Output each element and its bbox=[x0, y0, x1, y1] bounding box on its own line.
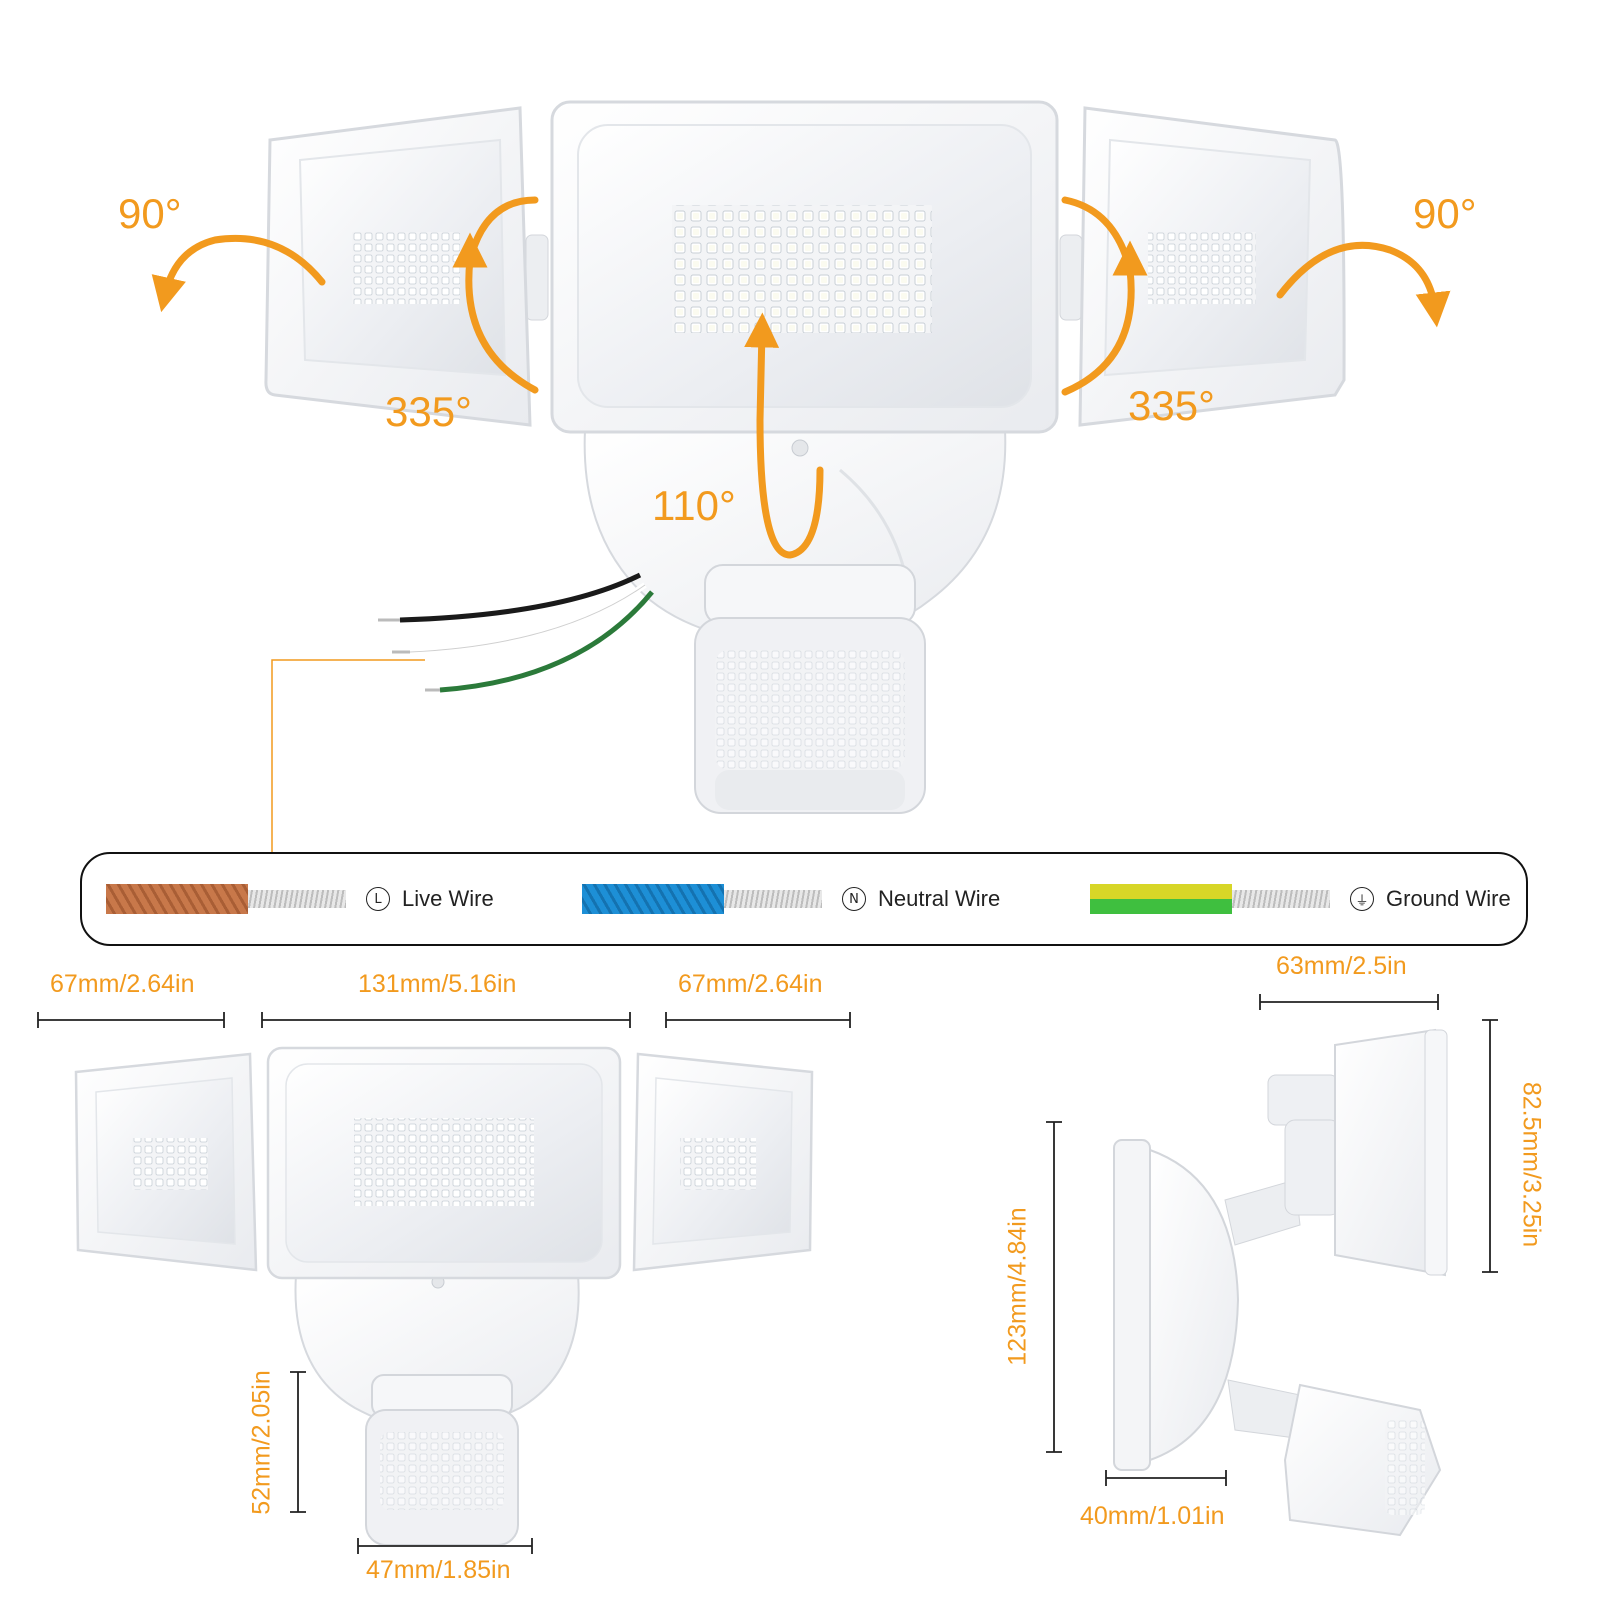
sensor-width-label: 47mm/1.85in bbox=[366, 1556, 511, 1584]
wiring-legend: L Live Wire N Neutral Wire ⏚ Ground Wire bbox=[80, 852, 1528, 946]
fixture-wires bbox=[378, 572, 654, 693]
neutral-wire-item: N Neutral Wire bbox=[582, 854, 1000, 944]
side-view-fixture bbox=[1113, 1028, 1448, 1537]
center-light-panel bbox=[550, 100, 1059, 434]
neutral-wire-label: Neutral Wire bbox=[878, 886, 1001, 911]
sensor-height-label: 52mm/2.05in bbox=[247, 1370, 276, 1515]
motion-sensor bbox=[694, 564, 926, 814]
left-horizontal-angle-label: 90° bbox=[118, 190, 182, 237]
left-light-panel bbox=[264, 106, 532, 427]
head-height-label: 82.5mm/3.25in bbox=[1517, 1081, 1546, 1248]
center-panel-width-label: 131mm/5.16in bbox=[358, 970, 517, 998]
right-rotation-angle-label: 335° bbox=[1128, 382, 1215, 429]
base-depth-label: 40mm/1.01in bbox=[1080, 1502, 1225, 1530]
right-light-panel bbox=[1078, 106, 1346, 427]
top-fixture bbox=[151, 100, 1451, 852]
right-horizontal-angle-label: 90° bbox=[1413, 190, 1477, 237]
left-90-arrow bbox=[151, 234, 326, 313]
right-panel-width-label: 67mm/2.64in bbox=[678, 970, 823, 998]
live-symbol-icon: L bbox=[366, 887, 390, 911]
right-90-arrow bbox=[1276, 241, 1451, 328]
legend-leader-line bbox=[271, 659, 425, 852]
left-panel-width-label: 67mm/2.64in bbox=[50, 970, 195, 998]
head-depth-label: 63mm/2.5in bbox=[1276, 952, 1407, 980]
ground-wire-item: ⏚ Ground Wire bbox=[1090, 854, 1511, 944]
rotation-arrows bbox=[151, 196, 1451, 559]
neutral-wire-cable-icon bbox=[582, 884, 822, 914]
front-view-fixture bbox=[74, 1046, 814, 1546]
neutral-symbol-icon: N bbox=[842, 887, 866, 911]
center-110-arrow bbox=[744, 312, 824, 559]
dimension-lines bbox=[37, 994, 1498, 1554]
live-wire-item: L Live Wire bbox=[106, 854, 494, 944]
ground-wire-cable-icon bbox=[1090, 884, 1330, 914]
ground-symbol-icon: ⏚ bbox=[1350, 887, 1374, 911]
left-rotation-angle-label: 335° bbox=[385, 388, 472, 435]
ground-wire-label: Ground Wire bbox=[1386, 886, 1511, 911]
base-height-label: 123mm/4.84in bbox=[1003, 1207, 1032, 1366]
center-tilt-angle-label: 110° bbox=[652, 482, 736, 529]
live-wire-label: Live Wire bbox=[402, 886, 494, 911]
live-wire-cable-icon bbox=[106, 884, 346, 914]
